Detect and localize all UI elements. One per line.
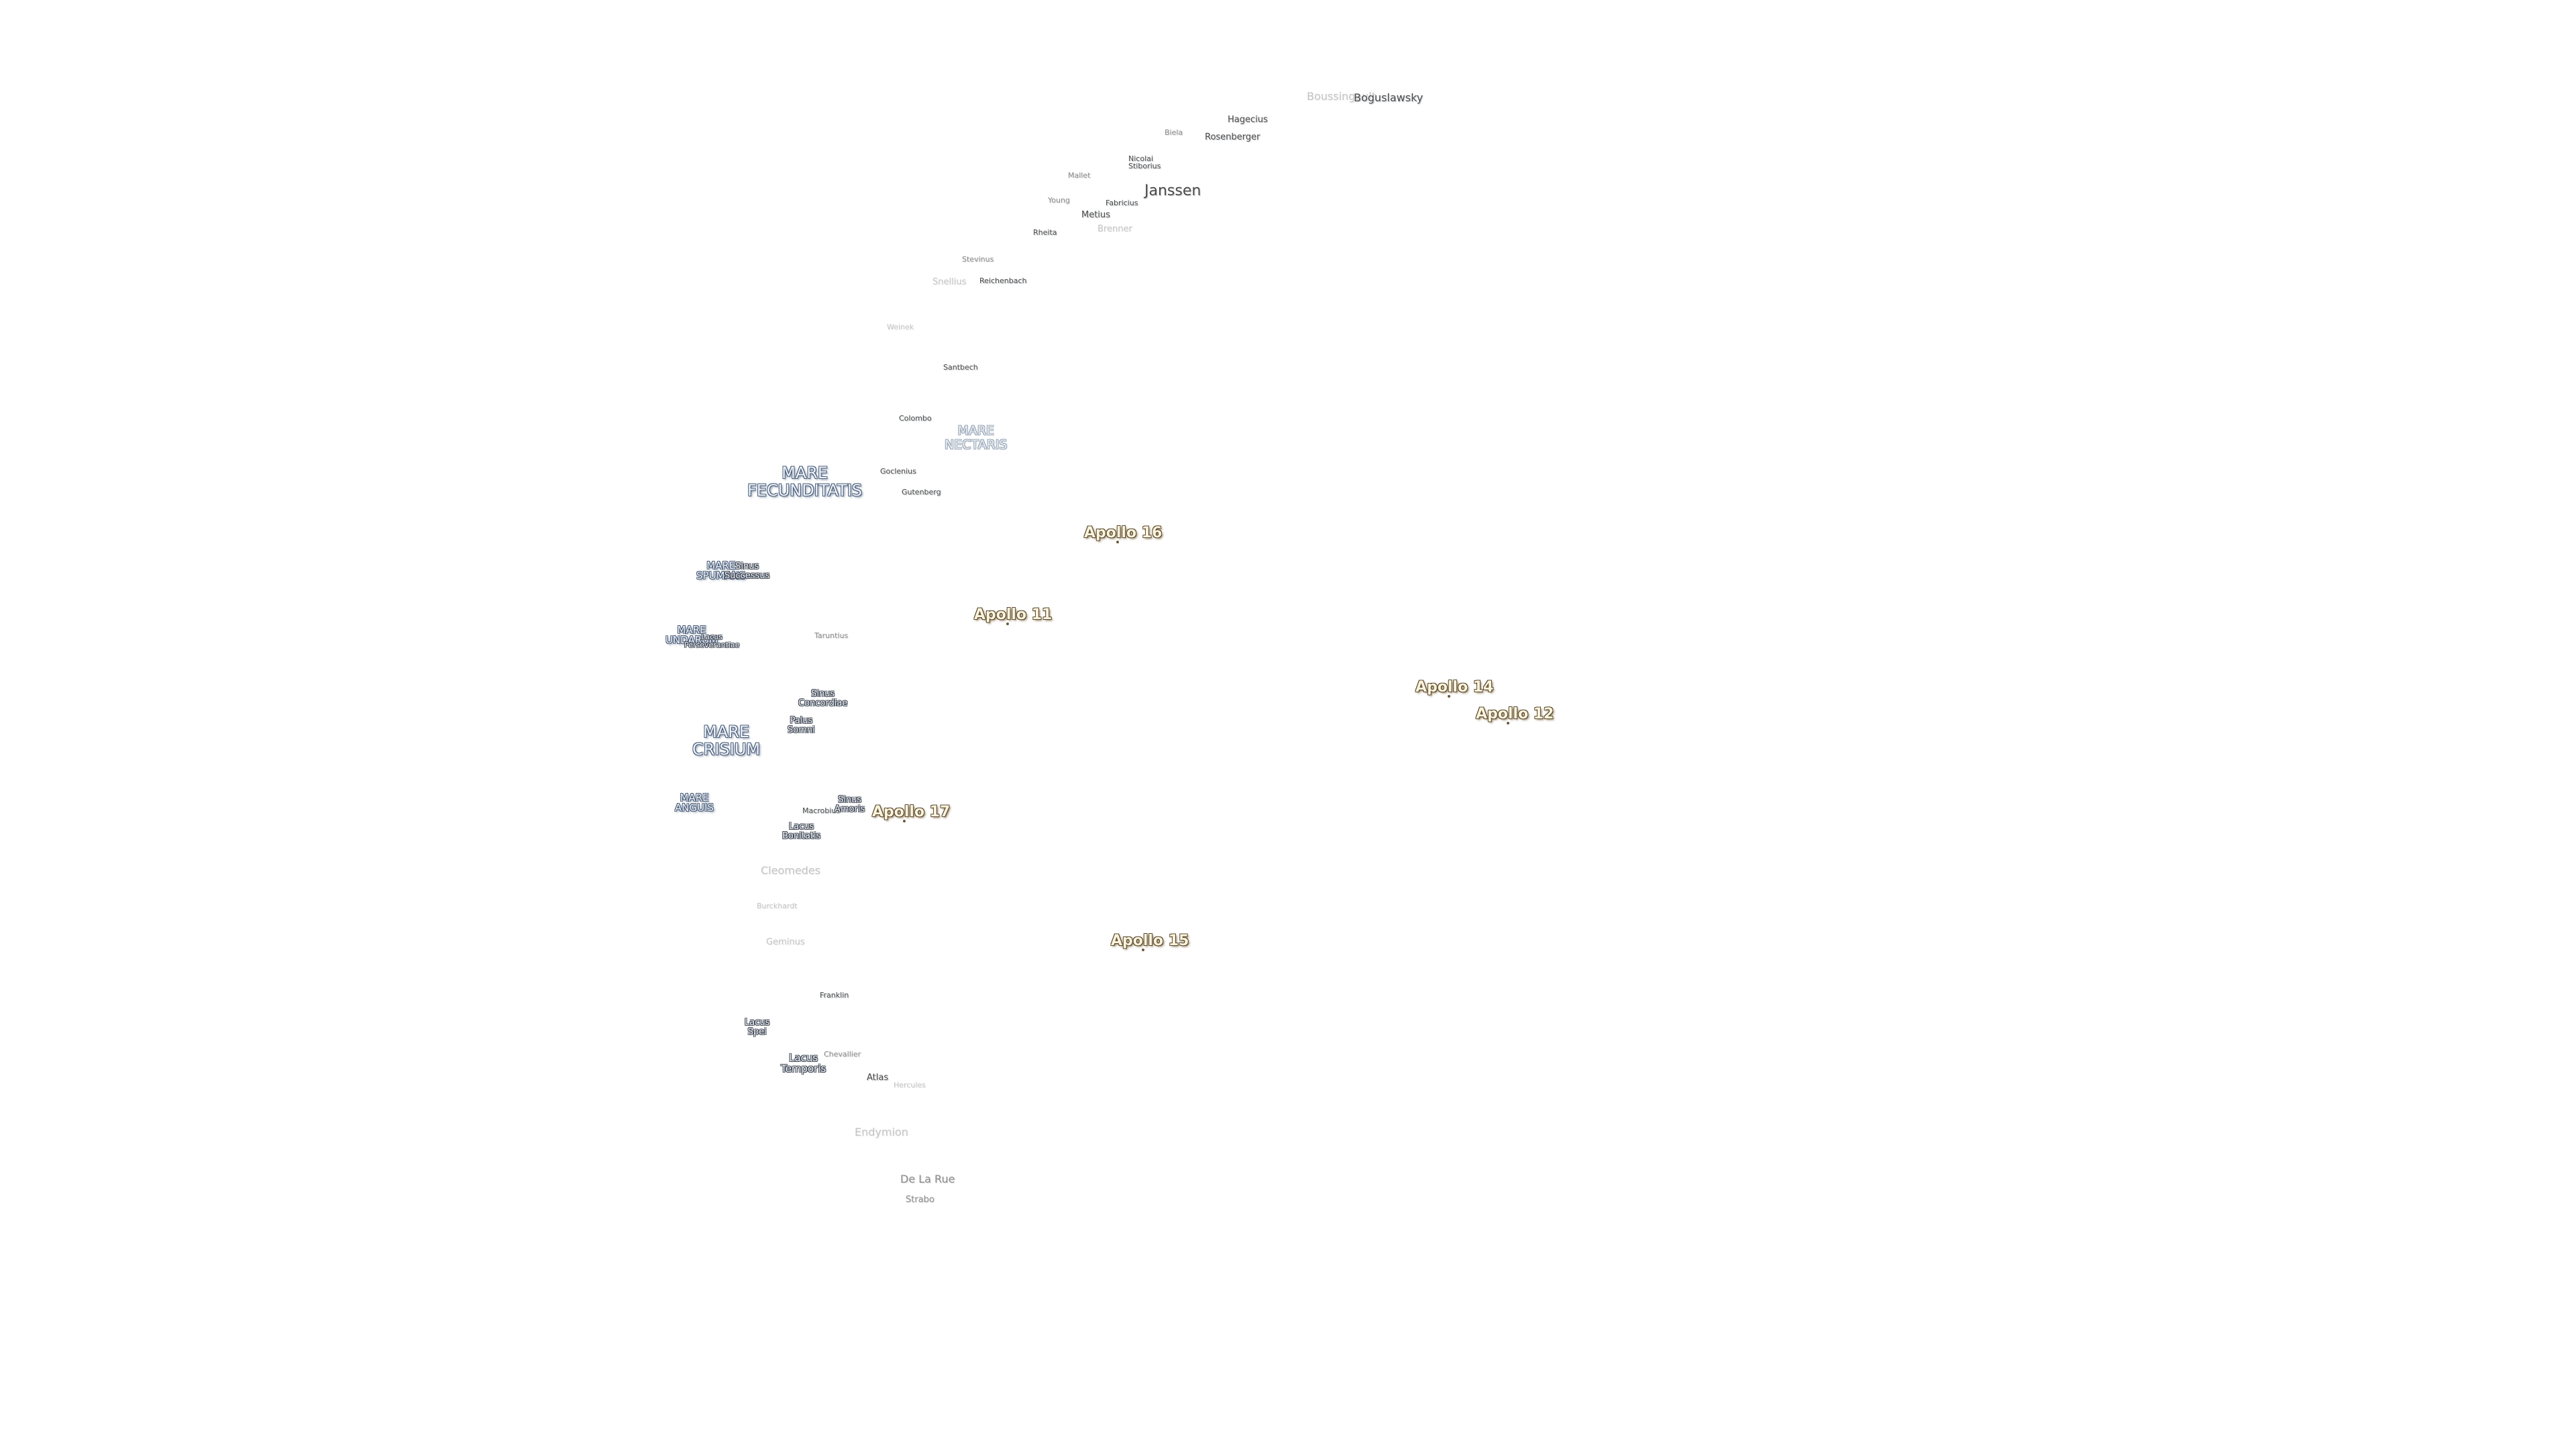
apollo-12-marker-icon[interactable] — [1507, 722, 1509, 724]
crater-label-rheita: Rheita — [1033, 228, 1057, 237]
crater-label-rosenberger: Rosenberger — [1205, 132, 1260, 142]
mare-label-line2: FECUNDITATIS — [747, 481, 863, 500]
crater-label-hagecius: Hagecius — [1228, 115, 1268, 125]
crater-label-snellius: Snellius — [932, 277, 967, 287]
crater-label-cleomedes: Cleomedes — [761, 864, 821, 877]
lacus-label-line1: Sinus — [811, 689, 835, 699]
crater-label-goclenius: Goclenius — [880, 467, 916, 476]
lacus-label-spei: Lacus Spei — [745, 1018, 769, 1036]
sinus-label-successus: Sinus Successus — [724, 562, 769, 580]
crater-label-weinek: Weinek — [887, 323, 914, 331]
mare-label-line1: MARE — [680, 792, 709, 804]
lacus-label-line2: Temporis — [781, 1062, 826, 1075]
lacus-label-line2: Bonitatis — [782, 830, 821, 841]
crater-label-taruntius: Taruntius — [814, 631, 849, 640]
crater-label-boussingault: Boussingault — [1307, 90, 1376, 103]
crater-label-stiborius: Stiborius — [1128, 162, 1161, 170]
apollo-15-label[interactable]: Apollo 15 — [1111, 932, 1189, 949]
mare-label-line1: MARE — [703, 722, 750, 741]
crater-label-de-la-rue: De La Rue — [900, 1173, 955, 1185]
crater-label-janssen: Janssen — [1144, 182, 1201, 199]
apollo-16-marker-icon[interactable] — [1116, 541, 1119, 543]
sinus-label-concordiae: Sinus Concordiae — [798, 690, 847, 708]
crater-label-strabo: Strabo — [906, 1195, 934, 1205]
mare-label-crisium: MARE CRISIUM — [692, 723, 760, 759]
lacus-label-bonitatis: Lacus Bonitatis — [782, 822, 820, 841]
mare-label-undarum: MARE UNDARUM — [665, 625, 718, 645]
mare-label-line1: MARE — [706, 559, 736, 572]
apollo-11-marker-icon[interactable] — [1006, 623, 1009, 625]
crater-label-gutenberg: Gutenberg — [902, 488, 941, 496]
lacus-label-line2: Spei — [747, 1026, 767, 1037]
crater-label-biela: Biela — [1165, 128, 1183, 137]
apollo-14-label[interactable]: Apollo 14 — [1415, 679, 1494, 696]
mare-label-anguis: MARE ANGUIS — [675, 793, 714, 813]
palus-label-somni: Palus Somni — [788, 716, 815, 735]
crater-label-nicolai: Nicolai — [1128, 154, 1153, 163]
apollo-17-label[interactable]: Apollo 17 — [872, 804, 951, 820]
crater-label-chevallier: Chevallier — [824, 1050, 861, 1059]
crater-label-burckhardt: Burckhardt — [757, 902, 798, 910]
crater-label-boguslawsky: Boguslawsky — [1354, 91, 1424, 104]
mare-label-line1: MARE — [677, 624, 706, 636]
crater-label-metius: Metius — [1081, 210, 1110, 220]
crater-label-stevinus: Stevinus — [962, 255, 994, 264]
mare-label-nectaris: MARE NECTARIS — [945, 424, 1007, 452]
lacus-label-temporis: Lacus Temporis — [781, 1053, 826, 1075]
apollo-14-marker-icon[interactable] — [1448, 695, 1450, 698]
lacus-label-line2: Concordiae — [798, 698, 848, 708]
lacus-label-line2: Successus — [724, 570, 770, 581]
crater-label-colombo: Colombo — [899, 414, 932, 423]
lacus-label-line1: Sinus — [735, 561, 759, 572]
apollo-11-label[interactable]: Apollo 11 — [974, 606, 1053, 623]
mare-label-fecunditatis: MARE FECUNDITATIS — [747, 464, 862, 500]
lacus-label-line2: Amoris — [835, 804, 865, 814]
crater-label-young: Young — [1048, 196, 1070, 205]
crater-label-hercules: Hercules — [894, 1081, 926, 1089]
lacus-label-line1: Sinus — [838, 795, 862, 805]
apollo-12-label[interactable]: Apollo 12 — [1476, 706, 1554, 722]
lacus-label-perseverantiae: Lacus Perseverantiae — [684, 633, 739, 649]
crater-label-franklin: Franklin — [820, 991, 849, 1000]
mare-label-line1: MARE — [957, 423, 995, 438]
apollo-17-marker-icon[interactable] — [903, 820, 906, 822]
crater-label-mallet: Mallet — [1068, 171, 1091, 180]
mare-label-line1: MARE — [782, 464, 828, 482]
mare-label-line2: SPUMANS — [696, 570, 746, 582]
lacus-label-line1: Lacus — [789, 1052, 818, 1064]
crater-label-endymion: Endymion — [855, 1126, 908, 1138]
crater-label-atlas: Atlas — [867, 1073, 889, 1083]
lacus-label-line2: Somni — [788, 724, 815, 735]
crater-label-fabricius: Fabricius — [1106, 199, 1138, 207]
mare-label-line2: NECTARIS — [945, 437, 1008, 452]
crater-label-macrobius: Macrobius — [802, 806, 841, 815]
crater-label-reichenbach: Reichenbach — [979, 276, 1027, 285]
mare-label-spumans: MARE SPUMANS — [696, 561, 746, 581]
mare-label-line2: UNDARUM — [665, 634, 718, 646]
sinus-label-amoris: Sinus Amoris — [835, 796, 865, 814]
lacus-label-line1: Palus — [790, 716, 813, 726]
mare-label-line2: ANGUIS — [675, 802, 714, 814]
apollo-16-label[interactable]: Apollo 16 — [1084, 525, 1163, 541]
lacus-label-line1: Lacus — [701, 633, 723, 641]
crater-label-brenner: Brenner — [1097, 224, 1132, 234]
crater-label-santbech: Santbech — [943, 363, 978, 372]
mare-label-line2: CRISIUM — [692, 740, 761, 759]
crater-label-geminus: Geminus — [766, 937, 805, 947]
lacus-label-line1: Lacus — [745, 1018, 770, 1028]
apollo-15-marker-icon[interactable] — [1142, 949, 1144, 951]
lacus-label-line2: Perseverantiae — [684, 640, 740, 649]
lacus-label-line1: Lacus — [788, 822, 814, 832]
